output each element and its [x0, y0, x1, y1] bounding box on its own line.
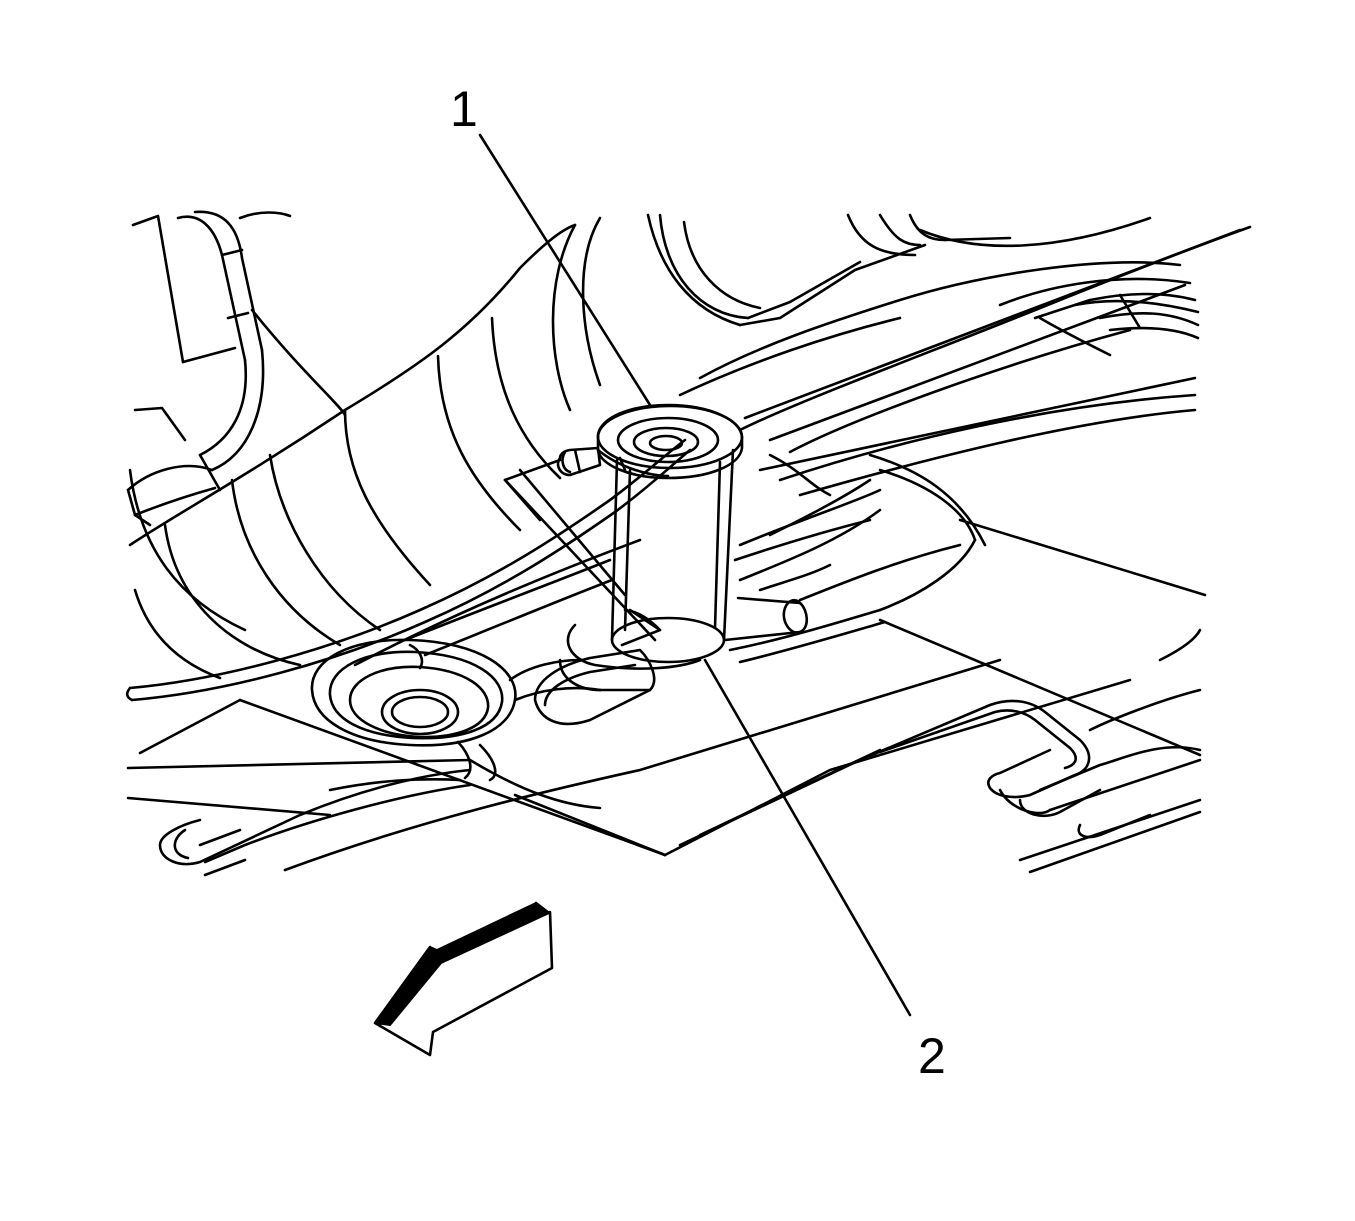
- callout-1: 1: [450, 81, 478, 137]
- right-bracket: [858, 628, 1202, 874]
- floor-recess: [533, 648, 656, 726]
- lower-panel: [126, 658, 1132, 877]
- leader-line-1: [478, 133, 652, 407]
- right-upper-structure: [646, 213, 1200, 397]
- floor-contour-lines: [128, 216, 602, 680]
- drain-boss: [310, 638, 602, 782]
- fuel-line: [125, 438, 692, 702]
- callout-leaders: [478, 133, 912, 1017]
- tube-loop-center: [558, 596, 809, 692]
- callout-2: 2: [918, 1028, 946, 1084]
- direction-arrow-icon: [373, 901, 554, 1057]
- grommet-cap: [596, 403, 744, 480]
- left-upper-structure: [126, 210, 292, 527]
- harness-lines: [503, 458, 657, 642]
- filter-sleeve: [610, 448, 735, 664]
- leader-line-2: [703, 658, 912, 1017]
- hose-connector: [556, 446, 602, 477]
